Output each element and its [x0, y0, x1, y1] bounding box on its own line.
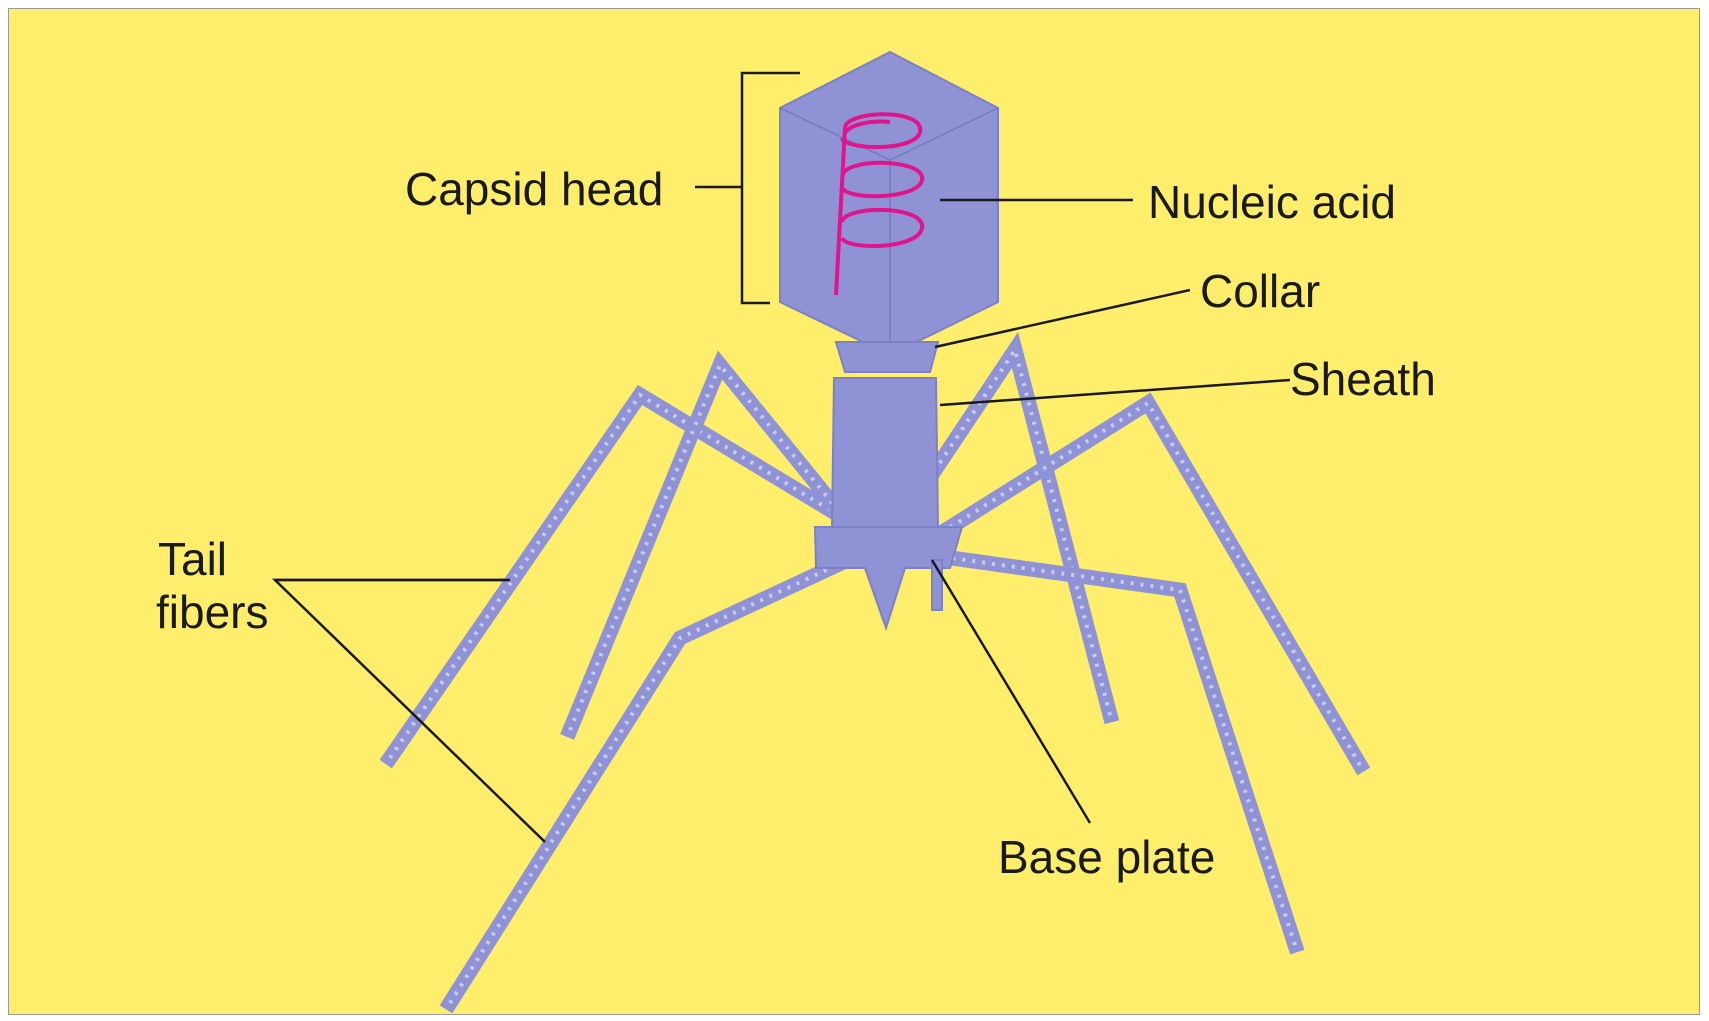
- tail-fibers-label-line1: Tail: [158, 533, 227, 585]
- capsid-head-label: Capsid head: [405, 163, 663, 215]
- nucleic-acid-label: Nucleic acid: [1148, 176, 1396, 228]
- tail-fiber-front-left: [450, 545, 880, 1003]
- sheath-shape: [832, 378, 938, 530]
- tail-fibers-label-line2: fibers: [156, 586, 268, 638]
- collar-shape: [836, 342, 938, 372]
- capsid: [780, 52, 998, 355]
- base-plate-leader: [932, 560, 1090, 823]
- sheath-label: Sheath: [1290, 353, 1436, 405]
- base-plate-label: Base plate: [998, 831, 1215, 883]
- tail-fiber-front-right: [930, 555, 1295, 945]
- collar-label: Collar: [1200, 265, 1320, 317]
- tail-fiber-mid-left: [570, 365, 850, 730]
- tail-fibers-leader: [275, 580, 545, 842]
